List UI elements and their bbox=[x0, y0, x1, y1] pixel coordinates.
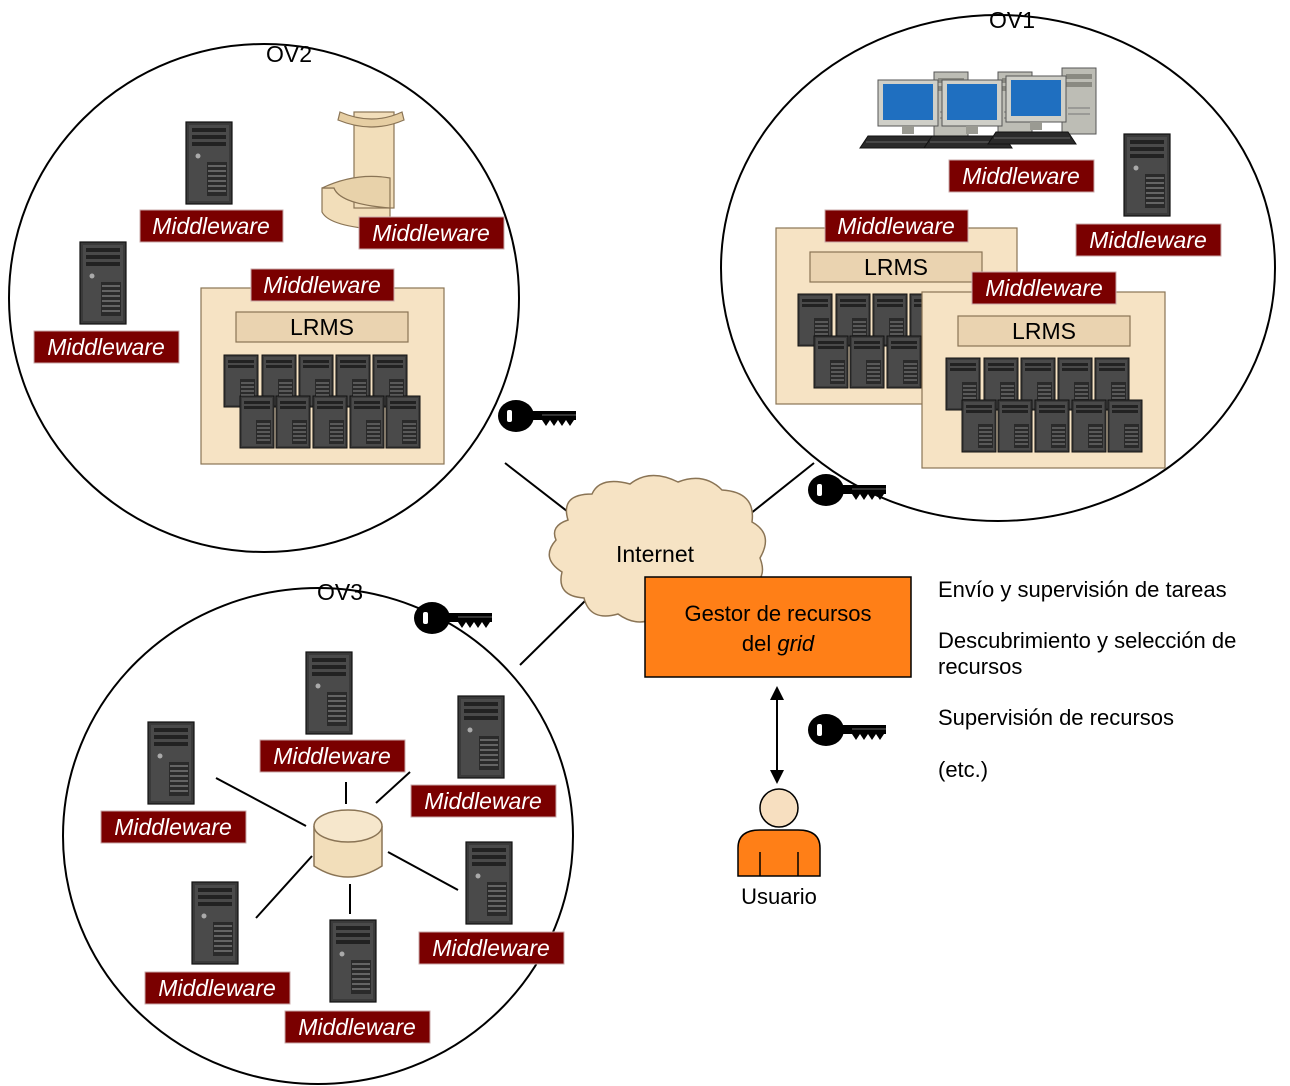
middleware-badge bbox=[139, 209, 284, 243]
function-item: Supervisión de recursos bbox=[938, 705, 1175, 730]
key-icon bbox=[807, 713, 887, 747]
middleware-badge bbox=[358, 216, 505, 250]
server-tower-icon bbox=[305, 651, 353, 735]
server-tower-icon bbox=[185, 121, 233, 205]
ov2-label: OV2 bbox=[266, 41, 312, 67]
middleware-badge bbox=[144, 971, 291, 1005]
lrms-label: LRMS bbox=[864, 254, 928, 280]
middleware-label: Middleware bbox=[424, 788, 542, 814]
server-tower-icon bbox=[457, 695, 505, 779]
middleware-label: Middleware bbox=[432, 935, 550, 961]
middleware-label: Middleware bbox=[152, 213, 270, 239]
ov1-label: OV1 bbox=[989, 7, 1035, 33]
middleware-badge bbox=[948, 159, 1095, 193]
middleware-badge bbox=[33, 330, 180, 364]
bidirectional-arrow bbox=[770, 686, 784, 784]
middleware-label: Middleware bbox=[298, 1014, 416, 1040]
lrms-label: LRMS bbox=[290, 314, 354, 340]
gestor-box bbox=[644, 576, 912, 678]
middleware-badge bbox=[418, 931, 565, 965]
middleware-badge bbox=[100, 810, 247, 844]
ov1-group: OV1 LRMS LRMS Middleware Middleware Midd… bbox=[720, 7, 1276, 522]
middleware-label: Middleware bbox=[47, 334, 165, 360]
middleware-label: Middleware bbox=[372, 220, 490, 246]
middleware-badge bbox=[284, 1010, 431, 1044]
internet-label: Internet bbox=[616, 541, 695, 567]
middleware-badge bbox=[971, 271, 1117, 305]
function-item: Envío y supervisión de tareas bbox=[938, 577, 1227, 602]
function-item: (etc.) bbox=[938, 757, 989, 782]
lrms-box bbox=[957, 315, 1131, 347]
ov3-group: OV3 Middleware Middleware Middleware Mid… bbox=[62, 579, 574, 1085]
lrms-box bbox=[235, 311, 409, 343]
user-icon bbox=[737, 788, 821, 877]
function-item: Descubrimiento y selección de recursos bbox=[938, 628, 1237, 679]
middleware-label: Middleware bbox=[837, 213, 955, 239]
middleware-label: Middleware bbox=[263, 272, 381, 298]
middleware-badge bbox=[250, 268, 395, 302]
server-tower-icon bbox=[191, 881, 239, 965]
server-tower-icon bbox=[147, 721, 195, 805]
ov3-label: OV3 bbox=[317, 579, 363, 605]
middleware-badge bbox=[259, 739, 406, 773]
gestor-label-line1: Gestor de recursos bbox=[684, 601, 871, 626]
middleware-label: Middleware bbox=[114, 814, 232, 840]
network-links bbox=[504, 462, 815, 666]
middleware-label: Middleware bbox=[985, 275, 1103, 301]
server-tower-icon bbox=[465, 841, 513, 925]
lrms-box bbox=[809, 251, 983, 283]
middleware-label: Middleware bbox=[1089, 227, 1207, 253]
middleware-label: Middleware bbox=[273, 743, 391, 769]
middleware-label: Middleware bbox=[962, 163, 1080, 189]
server-tower-icon bbox=[1123, 133, 1171, 217]
gestor-label-line2: del grid bbox=[742, 631, 815, 656]
middleware-badge bbox=[824, 209, 969, 243]
server-tower-icon bbox=[79, 241, 127, 325]
usuario-label: Usuario bbox=[741, 884, 817, 909]
lrms-label: LRMS bbox=[1012, 318, 1076, 344]
supercomputer-icon bbox=[321, 111, 405, 231]
middleware-badge bbox=[410, 784, 557, 818]
middleware-badge bbox=[1075, 223, 1222, 257]
database-icon bbox=[313, 809, 383, 878]
ov2-group: OV2 LRMS Middleware Middleware Middlewar… bbox=[8, 41, 577, 553]
server-tower-icon bbox=[329, 919, 377, 1003]
key-icon bbox=[497, 399, 577, 433]
middleware-label: Middleware bbox=[158, 975, 276, 1001]
